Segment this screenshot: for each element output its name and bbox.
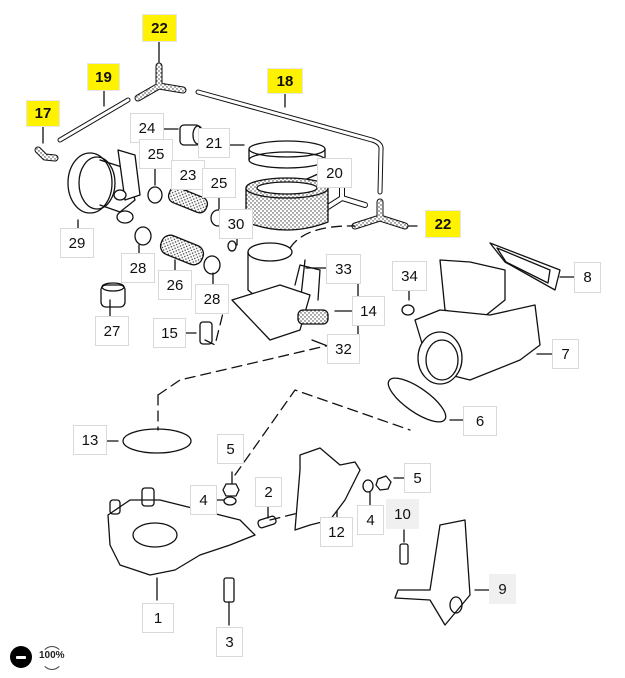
- callout-32[interactable]: 32: [327, 334, 360, 364]
- callout-4[interactable]: 4: [190, 485, 217, 515]
- o-ring-6: [387, 377, 447, 423]
- callout-30[interactable]: 30: [219, 209, 253, 239]
- callout-19[interactable]: 19: [87, 63, 120, 91]
- throttle-body: [227, 240, 329, 341]
- callout-3[interactable]: 3: [216, 627, 243, 657]
- callout-27[interactable]: 27: [95, 316, 129, 346]
- zoom-level-indicator[interactable]: 100%: [39, 646, 65, 670]
- callout-26[interactable]: 26: [158, 270, 192, 300]
- callout-14[interactable]: 14: [352, 296, 385, 326]
- callout-5[interactable]: 5: [404, 463, 431, 493]
- callout-23[interactable]: 23: [171, 160, 205, 190]
- callout-7[interactable]: 7: [552, 339, 579, 369]
- callout-25[interactable]: 25: [202, 168, 236, 198]
- o-ring-13: [122, 428, 192, 454]
- bracket-12: [294, 447, 361, 531]
- vacuum-hoses: [34, 62, 409, 230]
- zoom-out-button[interactable]: [10, 646, 32, 668]
- callout-15[interactable]: 15: [153, 318, 186, 348]
- callout-22[interactable]: 22: [142, 14, 177, 42]
- intake-manifold: [107, 487, 256, 576]
- callout-9[interactable]: 9: [489, 574, 516, 604]
- callout-18[interactable]: 18: [267, 68, 303, 94]
- callout-34[interactable]: 34: [392, 261, 427, 291]
- callout-33[interactable]: 33: [326, 254, 361, 284]
- air-filter-element: [245, 140, 329, 231]
- callout-17[interactable]: 17: [26, 100, 60, 127]
- callout-1[interactable]: 1: [142, 603, 174, 633]
- callout-28[interactable]: 28: [195, 284, 229, 314]
- callout-25[interactable]: 25: [139, 139, 173, 169]
- bracket-9: [394, 519, 471, 626]
- callout-24[interactable]: 24: [130, 113, 164, 143]
- callout-28[interactable]: 28: [121, 253, 155, 283]
- callout-2[interactable]: 2: [255, 477, 282, 507]
- air-flow-meter: [401, 259, 541, 385]
- gasket: [489, 242, 561, 291]
- callout-8[interactable]: 8: [574, 262, 601, 293]
- pressure-regulator: [67, 149, 141, 224]
- callout-4[interactable]: 4: [357, 505, 384, 535]
- callout-29[interactable]: 29: [60, 228, 94, 258]
- dashed-connectors: [157, 225, 411, 521]
- callout-12[interactable]: 12: [320, 517, 353, 547]
- callout-21[interactable]: 21: [198, 128, 230, 158]
- callout-22[interactable]: 22: [425, 210, 461, 238]
- callout-20[interactable]: 20: [317, 158, 352, 188]
- callout-5[interactable]: 5: [217, 434, 244, 464]
- callout-13[interactable]: 13: [73, 425, 107, 455]
- callout-6[interactable]: 6: [463, 406, 497, 436]
- callout-10[interactable]: 10: [386, 499, 419, 529]
